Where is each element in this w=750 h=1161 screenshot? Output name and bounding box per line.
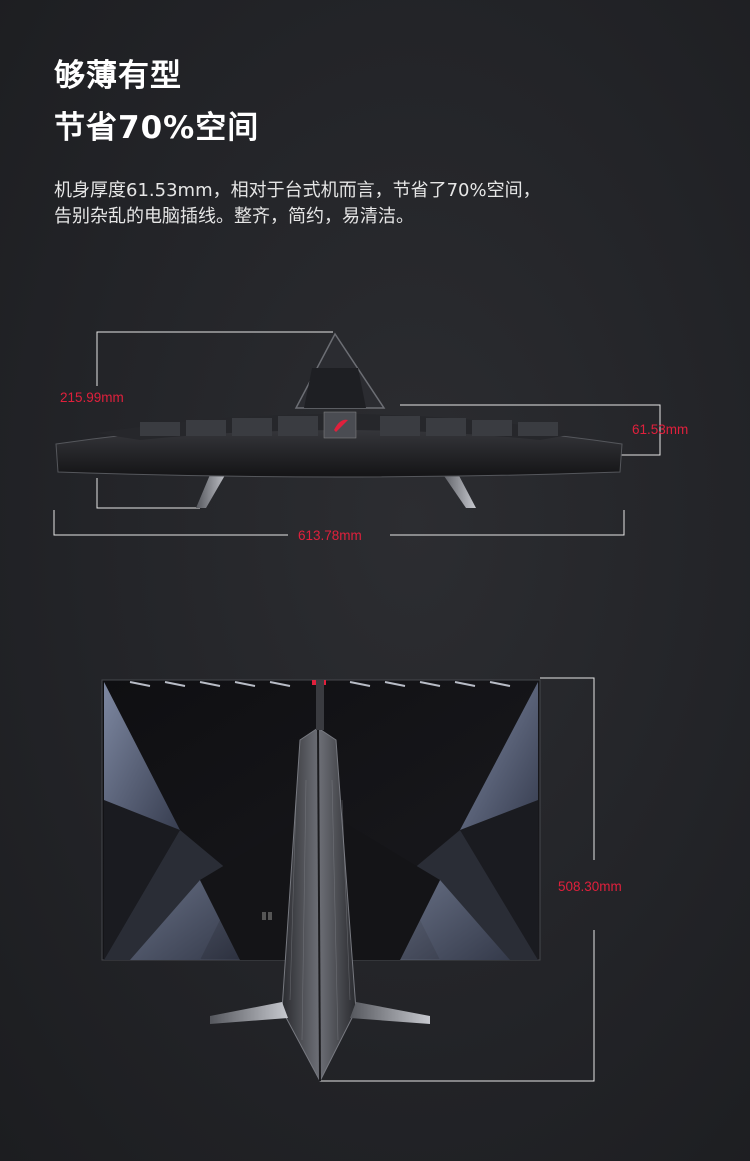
height-label: 508.30mm [558,879,622,894]
headline-line-2: 节省70%空间 [54,110,260,146]
width-label: 613.78mm [298,528,362,543]
headline: 够薄有型 节省70%空间 [54,50,259,154]
headline-line-1: 够薄有型 [54,58,182,94]
stand-depth-label: 215.99mm [60,390,124,405]
description-line-1: 机身厚度61.53mm，相对于台式机而言，节省了70%空间， [54,180,541,201]
rear-view-monitor [101,677,595,1083]
top-view-dimension-lines [53,331,661,536]
description-line-2: 告别杂乱的电脑插线。整齐，简约，易清洁。 [54,206,414,227]
top-view-monitor [53,331,661,536]
rear-view-dimension-lines [320,677,595,1082]
description: 机身厚度61.53mm，相对于台式机而言，节省了70%空间， 告别杂乱的电脑插线… [54,178,694,230]
body-thickness-label: 61.53mm [632,422,689,437]
